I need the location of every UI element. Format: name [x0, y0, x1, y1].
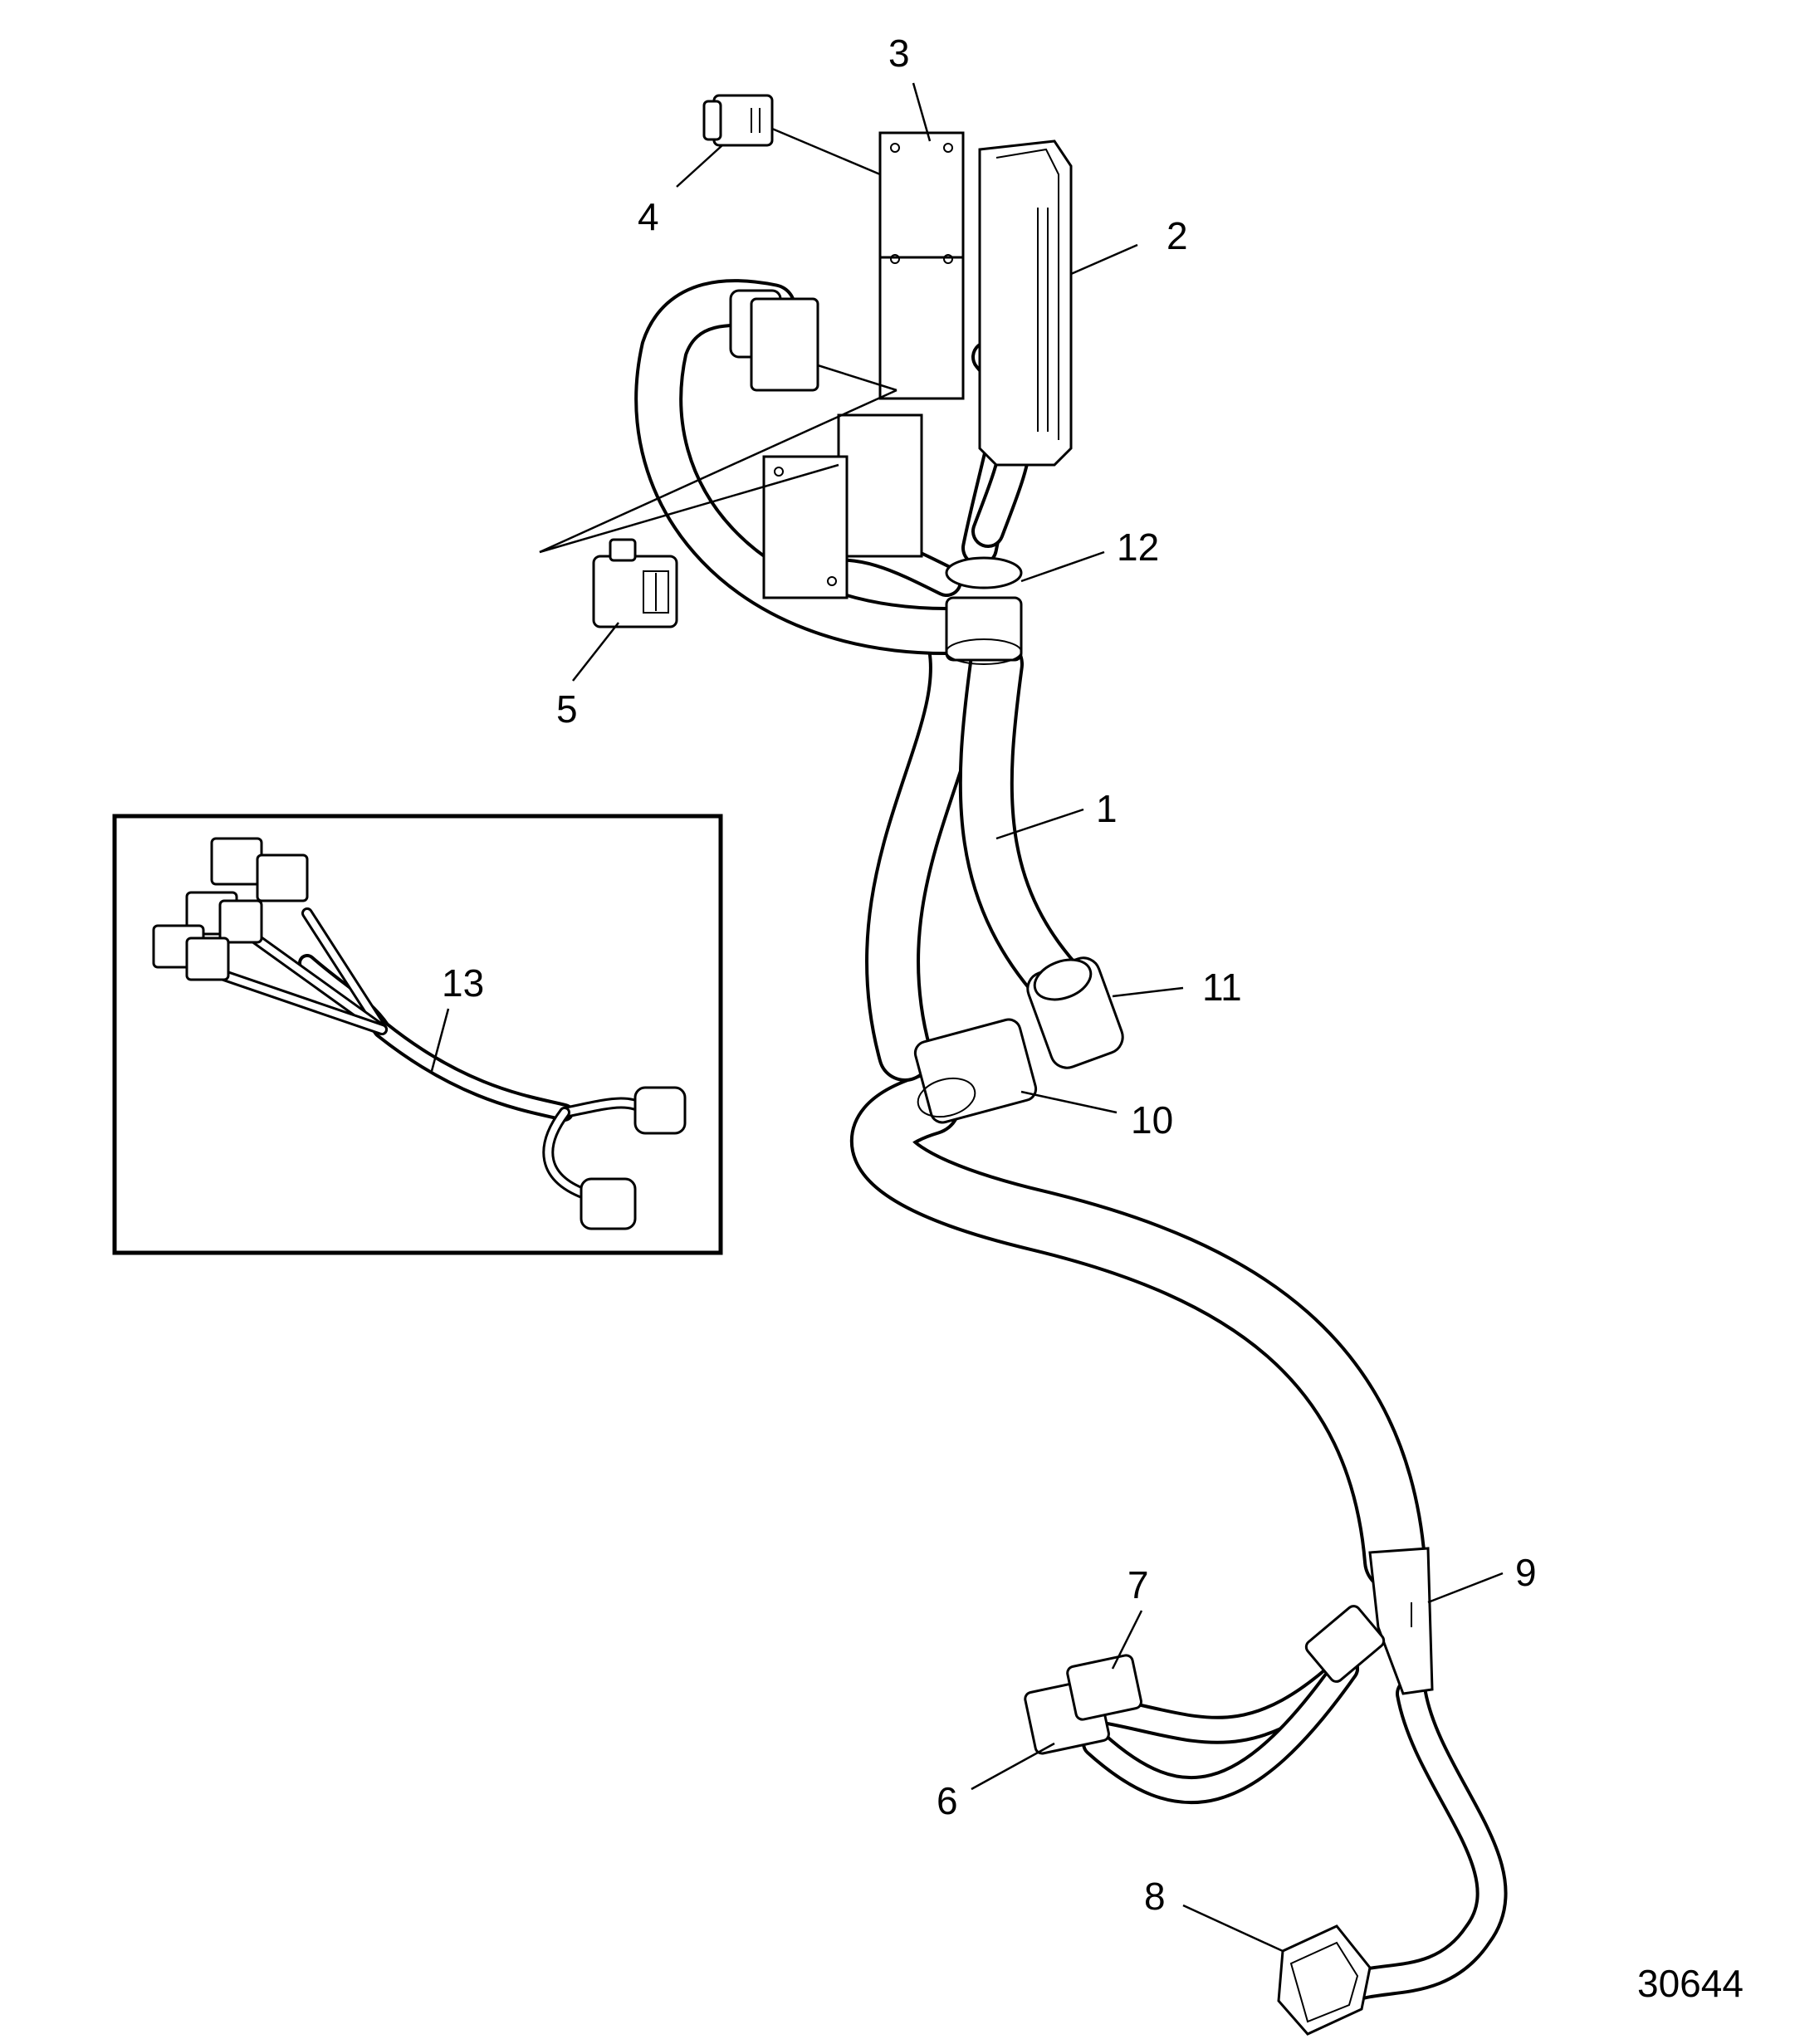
callout-12: 12 [1117, 526, 1159, 569]
leader-7 [1111, 1610, 1143, 1670]
connector-8 [1277, 1924, 1372, 2036]
callout-2: 2 [1167, 214, 1188, 257]
bracket-panel-lower-left [762, 455, 849, 599]
leader-3 [912, 82, 932, 142]
leader-9 [1427, 1572, 1504, 1604]
connector-5 [592, 538, 678, 628]
callout-10: 10 [1131, 1098, 1173, 1142]
callout-1: 1 [1096, 787, 1118, 830]
leader-12 [1020, 550, 1105, 583]
callout-6: 6 [937, 1779, 958, 1822]
leader-11 [1112, 986, 1184, 998]
connector-4 [702, 94, 774, 147]
leader-5-lower [539, 463, 839, 554]
bracket-panel-lower-right [837, 413, 923, 558]
callout-11: 11 [1202, 966, 1242, 1009]
callout-labels: 3 2 4 5 12 1 11 10 13 9 7 6 8 30644 [442, 32, 1744, 2005]
clamp-12 [945, 556, 1023, 665]
junction-9 [1304, 1547, 1434, 1695]
leader-lines [430, 82, 1504, 1953]
leader-3-to-4 [771, 127, 881, 176]
bracket-panel-middle [878, 256, 965, 400]
callout-13: 13 [442, 961, 484, 1005]
leader-10 [1020, 1090, 1118, 1114]
connector-7 [1066, 1654, 1142, 1721]
callout-4: 4 [638, 195, 659, 238]
mounting-bracket-panels [762, 131, 965, 599]
figure-number: 30644 [1637, 1962, 1744, 2005]
leader-6 [971, 1742, 1055, 1791]
bracket-panel-top [878, 131, 965, 276]
leader-5 [572, 622, 619, 682]
leader-2 [1070, 243, 1138, 276]
boot-connector-upper-left [729, 289, 819, 392]
leader-13 [430, 1008, 450, 1072]
leader-5-upper [539, 389, 898, 554]
main-connector-block [978, 139, 1073, 467]
callout-7: 7 [1127, 1563, 1149, 1606]
leader-8 [1182, 1904, 1284, 1953]
callout-9: 9 [1515, 1551, 1537, 1594]
callout-3: 3 [888, 32, 910, 75]
leader-boot [817, 364, 898, 392]
junction-10 [913, 1018, 1038, 1124]
elbow-boot-11 [1026, 956, 1124, 1069]
leader-4 [676, 144, 723, 188]
leader-1 [995, 808, 1084, 840]
callout-5: 5 [556, 687, 578, 731]
callout-8: 8 [1144, 1875, 1166, 1918]
inset-sub-harness [112, 814, 723, 1255]
